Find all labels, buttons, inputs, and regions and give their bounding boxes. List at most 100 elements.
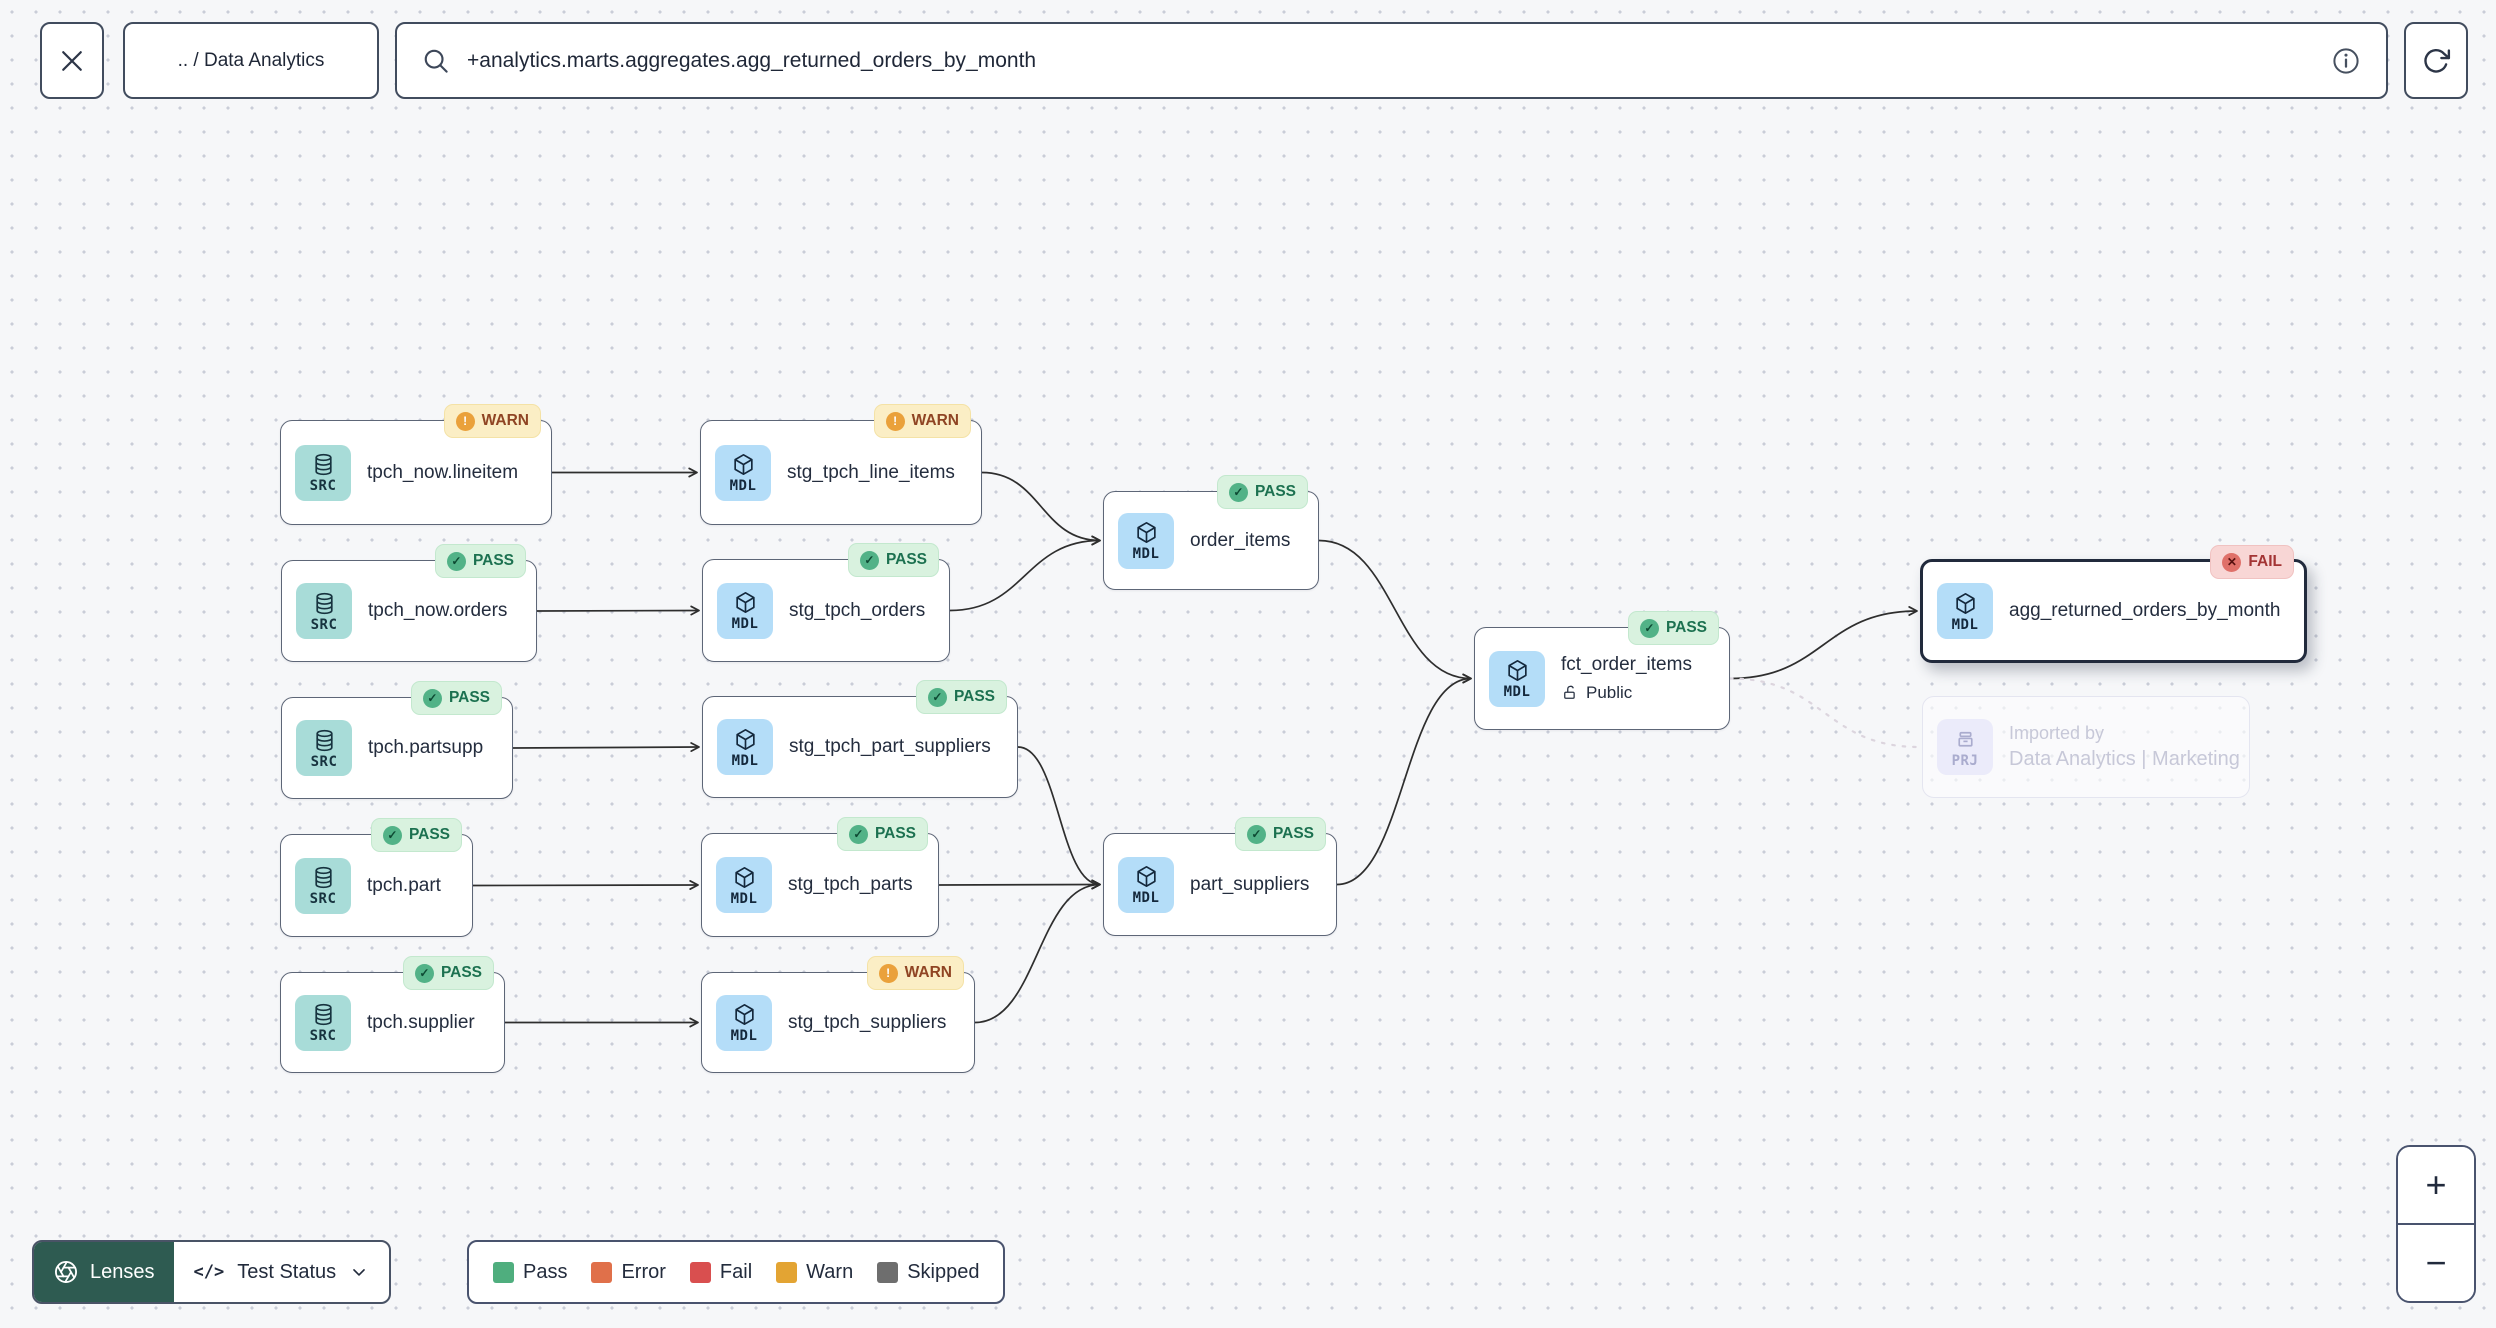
database-icon: SRC <box>295 994 351 1051</box>
model-cube-icon: MDL <box>716 994 772 1051</box>
edge-tpch_part-to-stg_tpch_parts <box>472 880 699 890</box>
legend-swatch <box>493 1261 514 1283</box>
node-type-label: MDL <box>729 478 757 494</box>
node-stg_tpch_parts[interactable]: MDL stg_tpch_parts ✓PASS <box>701 817 939 937</box>
search-input[interactable] <box>465 47 2316 74</box>
node-label: Imported by <box>2009 723 2105 743</box>
close-button[interactable] <box>40 22 104 99</box>
node-tpch_now_lineitem[interactable]: SRC tpch_now.lineitem !WARN <box>280 404 552 525</box>
node-label: stg_tpch_line_items <box>787 461 955 483</box>
status-badge-pass: ✓PASS <box>1234 817 1326 851</box>
node-label: stg_tpch_parts <box>788 874 913 895</box>
status-label: PASS <box>440 964 482 981</box>
refresh-button[interactable] <box>2404 22 2468 99</box>
model-cube-icon: MDL <box>716 857 772 913</box>
node-tpch_partsupp[interactable]: SRC tpch.partsupp ✓ PASS <box>281 681 513 799</box>
edge-stg_tpch_orders-to-order_items <box>949 535 1101 612</box>
node-tpch_supplier[interactable]: SRC tpch.supplier ✓ PASS <box>280 956 505 1073</box>
status-label: PASS <box>953 688 995 705</box>
node-label: tpch.partsupp <box>368 737 484 758</box>
status-badge-pass: ✓ PASS <box>402 956 494 990</box>
status-badge-pass: ✓PASS <box>836 817 928 851</box>
status-icon: ! <box>455 411 475 431</box>
status-badge-fail: ✕FAIL <box>2210 545 2294 579</box>
node-imported_by[interactable]: PRJ Imported by Data Analytics | Marketing <box>1922 696 2250 798</box>
node-label: tpch.supplier <box>367 1011 475 1033</box>
status-icon: ✓ <box>414 963 434 983</box>
chevron-down-icon <box>353 1269 365 1276</box>
node-label: tpch_now.lineitem <box>367 461 519 483</box>
database-icon: SRC <box>295 444 351 501</box>
legend-swatch <box>689 1261 711 1283</box>
status-icon: ✓ <box>859 550 879 570</box>
edge-stg_tpch_part_suppliers-to-part_suppliers <box>1017 746 1101 890</box>
status-label: PASS <box>448 689 490 706</box>
status-label: PASS <box>408 826 450 843</box>
lens-selected-label: Test Status <box>237 1260 337 1283</box>
status-icon: ✕ <box>2222 552 2242 572</box>
search-bar <box>395 22 2388 99</box>
node-type-label: MDL <box>731 752 759 769</box>
access-label: Public <box>1586 683 1633 702</box>
status-icon: ✓ <box>1228 482 1248 502</box>
edge-fct_order_items-to-imported_by <box>1728 677 1921 749</box>
info-icon[interactable] <box>2330 45 2362 77</box>
status-icon: ✓ <box>848 824 868 844</box>
edge-stg_tpch_line_items-to-order_items <box>981 471 1101 546</box>
node-type-label: MDL <box>1132 546 1160 562</box>
zoom-in-button[interactable]: + <box>2398 1147 2474 1223</box>
status-icon: ✓ <box>422 688 442 708</box>
legend-item-warn: Warn <box>776 1261 853 1284</box>
node-type-label: PRJ <box>1951 752 1979 769</box>
legend-swatch <box>776 1261 798 1283</box>
search-icon <box>424 49 448 73</box>
node-label: stg_tpch_part_suppliers <box>789 736 991 757</box>
lenses-button[interactable]: Lenses <box>34 1242 174 1302</box>
node-sublabel: Data Analytics | Marketing <box>2009 748 2240 770</box>
node-type-label: MDL <box>731 616 759 632</box>
legend-swatch <box>591 1261 613 1283</box>
status-label: WARN <box>911 412 959 429</box>
node-type-label: SRC <box>310 753 338 770</box>
node-type-label: MDL <box>730 1028 758 1044</box>
database-icon: SRC <box>296 720 352 776</box>
lens-selector-dropdown[interactable]: </> Test Status <box>174 1242 390 1302</box>
node-type-label: SRC <box>309 1028 337 1044</box>
status-label: PASS <box>1665 619 1707 636</box>
lens-aperture-icon <box>55 1261 77 1283</box>
database-icon: SRC <box>296 583 352 639</box>
status-icon: ✓ <box>1639 618 1659 638</box>
node-type-label: MDL <box>1503 684 1531 700</box>
refresh-icon <box>2424 48 2451 73</box>
status-badge-pass: ✓ PASS <box>410 681 502 715</box>
breadcrumb[interactable]: .. / Data Analytics <box>123 22 379 99</box>
status-badge-pass: ✓PASS <box>370 818 462 852</box>
zoom-controls: + − <box>2396 1145 2476 1303</box>
status-badge-pass: ✓ PASS <box>1627 611 1719 645</box>
legend-swatch <box>877 1261 899 1283</box>
edge-stg_tpch_suppliers-to-part_suppliers <box>974 879 1101 1024</box>
legend-item-skipped: Skipped <box>877 1261 979 1284</box>
status-icon: ✓ <box>1246 824 1266 844</box>
legend-label: Error <box>621 1260 666 1283</box>
node-label: fct_order_items <box>1561 654 1692 675</box>
zoom-out-button[interactable]: − <box>2398 1225 2474 1301</box>
node-label: part_suppliers <box>1190 873 1310 895</box>
status-badge-warn: !WARN <box>443 404 541 438</box>
node-type-label: MDL <box>1951 616 1979 633</box>
edge-stg_tpch_parts-to-part_suppliers <box>938 879 1101 890</box>
lenses-control: Lenses </> Test Status <box>32 1240 392 1304</box>
